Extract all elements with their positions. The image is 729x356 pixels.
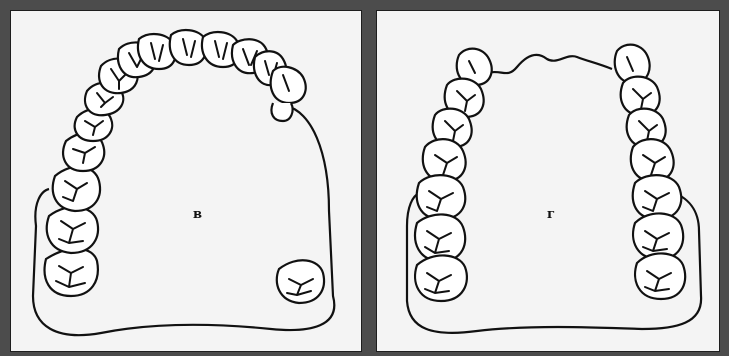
diagram-label-g: г — [547, 207, 555, 222]
diagram-label-v: в — [193, 207, 202, 222]
teeth-g — [415, 45, 685, 301]
dental-arch-g-drawing — [377, 11, 719, 351]
teeth-v — [45, 30, 324, 303]
dental-arch-v-drawing — [11, 11, 361, 351]
dental-arch-panel-v: в — [10, 10, 362, 352]
dental-arch-panel-g: г — [376, 10, 720, 352]
